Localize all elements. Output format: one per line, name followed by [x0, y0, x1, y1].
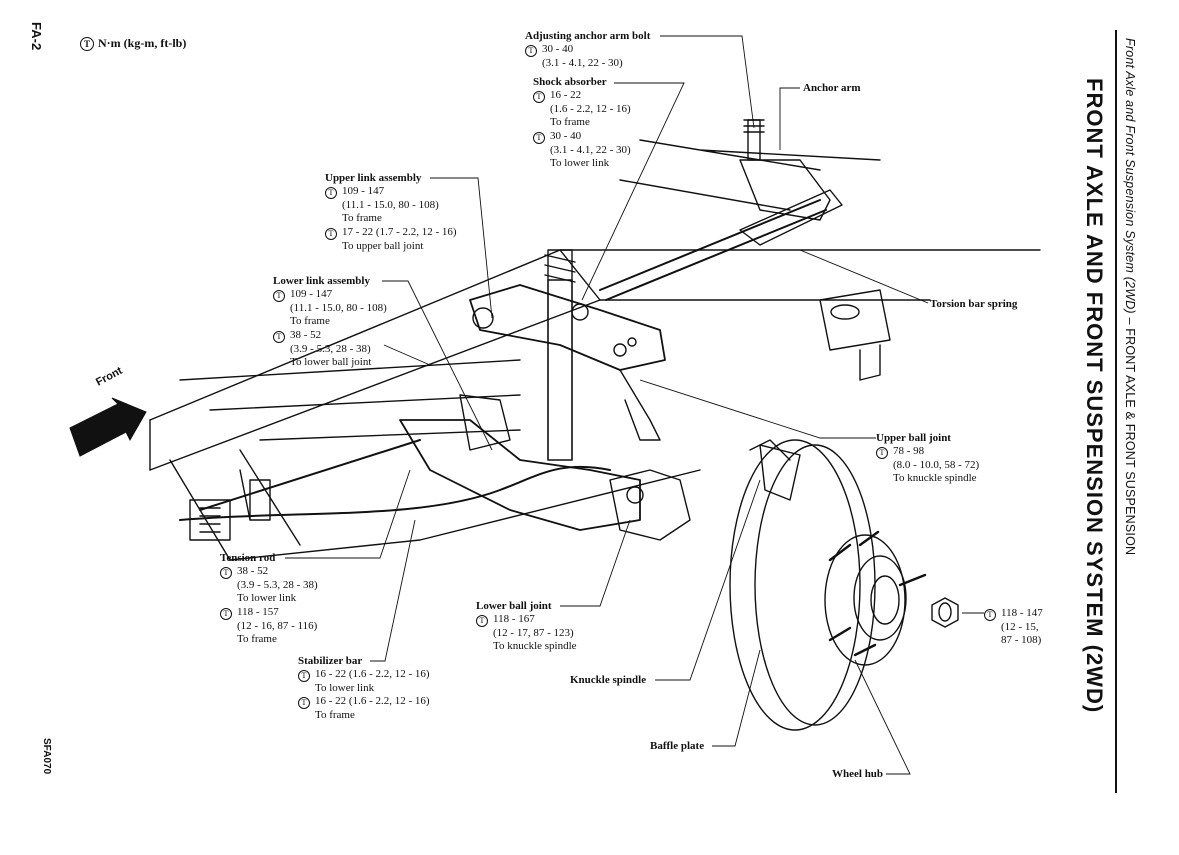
torque-note: To lower link [237, 592, 297, 605]
torque-symbol-icon: T [80, 37, 94, 52]
callout-name: Tension rod [220, 552, 276, 564]
callout-upper-link-assembly: Upper link assembly T 109 - 147 (11.1 - 1… [325, 172, 457, 253]
callout-wheel-nut-torque: T 118 - 147 (12 - 15, 87 - 108) [984, 607, 1043, 647]
callout-name: Adjusting anchor arm bolt [525, 30, 651, 42]
torque-value: 118 - 147 [1001, 607, 1043, 619]
lower-link [399, 419, 641, 531]
label-baffle-plate: Baffle plate [650, 740, 705, 752]
upper-link [469, 284, 666, 371]
torque-value: 78 - 98 [893, 445, 925, 458]
torque-detail: (1.6 - 2.2, 12 - 16) [550, 103, 631, 116]
torque-value: 109 - 147 [290, 288, 333, 301]
torque-value: 118 - 157 [237, 605, 279, 618]
torque-detail: (3.9 - 5.3, 28 - 38) [237, 579, 318, 592]
torque-note: To frame [342, 212, 382, 225]
callout-name: Lower ball joint [476, 600, 552, 612]
torque-detail: (3.1 - 4.1, 22 - 30) [542, 57, 623, 70]
torque-detail: (3.1 - 4.1, 22 - 30) [550, 143, 631, 156]
callout-upper-ball-joint: Upper ball joint T 78 - 98 (8.0 - 10.0, 5… [876, 432, 979, 486]
label-wheel-hub: Wheel hub [832, 768, 884, 780]
torque-note: To lower ball joint [290, 355, 372, 368]
torque-note: To knuckle spindle [893, 472, 977, 485]
leader-lines [285, 35, 984, 775]
callout-stabilizer-bar: Stabilizer bar T 16 - 22 (1.6 - 2.2, 12 -… [298, 655, 430, 723]
torque-value: 38 - 52 [237, 565, 269, 578]
torsion-bar [599, 199, 827, 301]
torque-value: 30 - 40 [550, 129, 582, 142]
torque-detail: (3.9 - 5.3, 28 - 38) [290, 342, 371, 355]
torque-value: 30 - 40 [542, 43, 574, 56]
torque-value: 17 - 22 (1.7 - 2.2, 12 - 16) [342, 225, 457, 238]
torque-value: 38 - 52 [290, 328, 322, 341]
torque-symbol-icon: T [876, 447, 888, 460]
baffle-plate [729, 439, 861, 731]
torque-note: To frame [290, 315, 330, 328]
callout-name: Lower link assembly [273, 275, 370, 287]
torque-note: To upper ball joint [342, 239, 424, 252]
torque-legend: T N·m (kg-m, ft-lb) [80, 36, 187, 52]
wheel-hub [824, 534, 906, 666]
frame-mount [819, 289, 891, 351]
torque-note: To frame [237, 632, 277, 645]
lower-ball-joint-shape [609, 469, 691, 541]
torque-detail: (12 - 16, 87 - 116) [237, 619, 318, 632]
tension-rod [199, 439, 421, 511]
torque-symbol-icon: T [476, 615, 488, 628]
callout-name: Upper link assembly [325, 172, 422, 184]
torque-symbol-icon: T [525, 45, 537, 58]
torque-symbol-icon: T [325, 187, 337, 200]
shock-absorber [547, 279, 573, 461]
torque-note: To frame [550, 116, 590, 129]
label-torsion-bar-spring: Torsion bar spring [930, 298, 1018, 310]
torque-symbol-icon: T [325, 227, 337, 240]
callout-lower-link-assembly: Lower link assembly T 109 - 147 (11.1 - 1… [273, 275, 387, 369]
torque-symbol-icon: T [273, 290, 285, 303]
callout-tension-rod: Tension rod T 38 - 52 (3.9 - 5.3, 28 - 38… [220, 552, 318, 646]
wheel-nut [931, 597, 959, 628]
callout-name: Stabilizer bar [298, 655, 363, 667]
torque-symbol-icon: T [984, 609, 996, 621]
torque-symbol-icon: T [533, 131, 545, 144]
torque-value: 109 - 147 [342, 185, 385, 198]
torque-detail: (11.1 - 15.0, 80 - 108) [290, 302, 387, 315]
callout-name: Shock absorber [533, 76, 607, 88]
stabilizer-bar [179, 465, 611, 521]
torque-detail: (11.1 - 15.0, 80 - 108) [342, 199, 439, 212]
callout-name: Upper ball joint [876, 432, 951, 444]
torque-detail: (12 - 15, [1001, 621, 1039, 633]
torque-symbol-icon: T [298, 697, 310, 710]
front-arrow-icon [69, 397, 147, 457]
torque-note: To knuckle spindle [493, 640, 577, 653]
torque-detail: (12 - 17, 87 - 123) [493, 627, 574, 640]
callout-adjusting-anchor-arm-bolt: Adjusting anchor arm bolt T 30 - 40 (3.1 … [525, 30, 650, 70]
label-anchor-arm: Anchor arm [803, 82, 861, 94]
torque-value: 16 - 22 [550, 89, 582, 102]
torque-symbol-icon: T [533, 91, 545, 104]
callout-lower-ball-joint: Lower ball joint T 118 - 167 (12 - 17, 87… [476, 600, 577, 654]
torque-value: 118 - 167 [493, 613, 535, 626]
torque-symbol-icon: T [273, 330, 285, 343]
anchor-arm-shape [739, 159, 831, 221]
torque-legend-text: N·m (kg-m, ft-lb) [98, 36, 187, 50]
torque-symbol-icon: T [220, 607, 232, 620]
torque-symbol-icon: T [298, 670, 310, 683]
torque-note: To lower link [315, 682, 375, 695]
torque-value: 16 - 22 (1.6 - 2.2, 12 - 16) [315, 668, 430, 681]
callout-shock-absorber: Shock absorber T 16 - 22 (1.6 - 2.2, 12 -… [533, 76, 631, 170]
torque-detail: 87 - 108) [1001, 634, 1042, 647]
torque-note: To frame [315, 709, 355, 722]
torque-detail: (8.0 - 10.0, 58 - 72) [893, 459, 980, 472]
label-knuckle-spindle: Knuckle spindle [570, 674, 647, 686]
torque-symbol-icon: T [220, 567, 232, 580]
header-divider [1115, 30, 1117, 793]
torque-note: To lower link [550, 156, 610, 169]
torque-value: 16 - 22 (1.6 - 2.2, 12 - 16) [315, 695, 430, 708]
